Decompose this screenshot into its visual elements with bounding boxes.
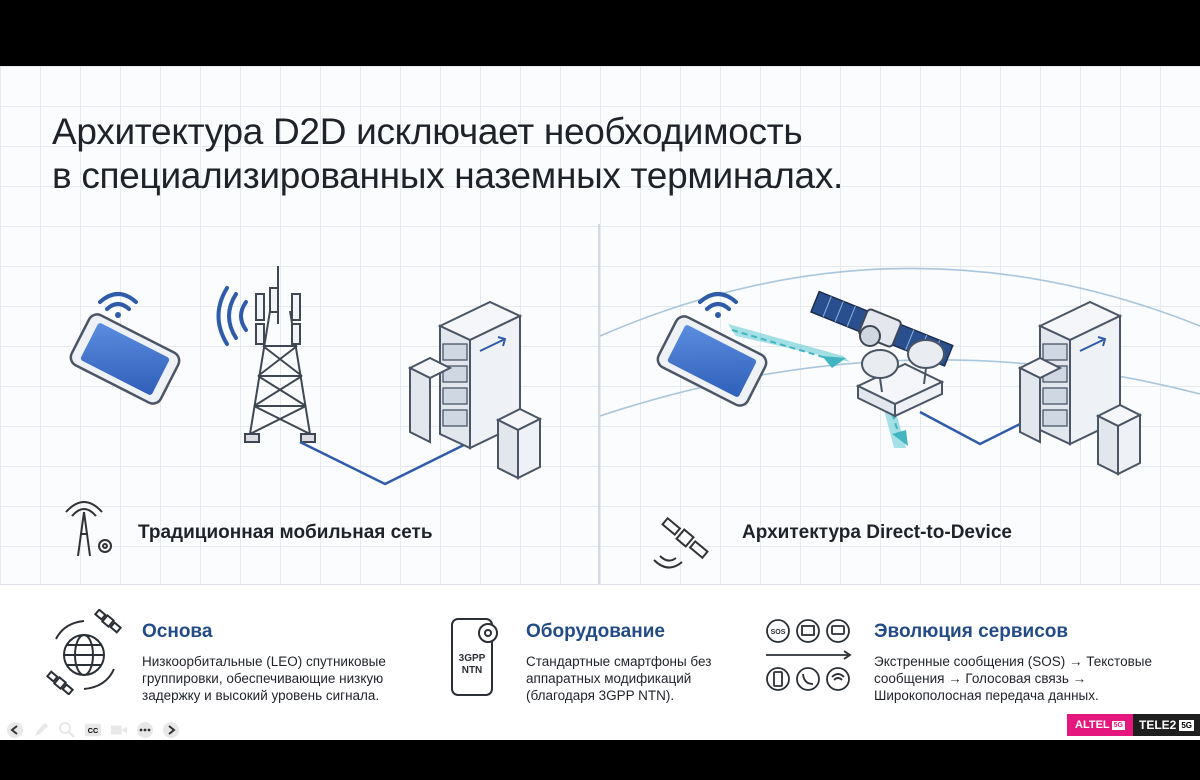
forward-icon[interactable] — [162, 721, 180, 739]
features-strip: Основа Низкоорбитальные (LEO) спутниковы… — [0, 584, 1200, 740]
altel-badge: 5G — [1111, 720, 1125, 730]
camera-icon[interactable] — [110, 721, 128, 739]
feature-hardware: Оборудование Стандартные смартфоны без а… — [526, 621, 746, 704]
captions-label: CC — [88, 726, 98, 735]
tower-signal-icon — [216, 286, 248, 346]
architecture-scene — [65, 224, 1200, 584]
globe-satellites-icon — [45, 609, 123, 695]
tower-gear-icon — [65, 501, 112, 557]
right-wifi-icon — [698, 292, 738, 318]
phone-gear-icon-text-line2: NTN — [462, 665, 483, 676]
services-icons: SOS — [766, 619, 852, 691]
title-line-2: в специализированных наземных терминалах… — [52, 155, 844, 196]
phone-gear-icon: 3GPP NTN — [451, 618, 498, 696]
left-wifi-icon — [98, 292, 138, 318]
altel-logo-text: ALTEL — [1075, 719, 1110, 731]
orbit-arc-outer — [599, 267, 1200, 337]
more-icon[interactable] — [136, 721, 154, 739]
tele2-logo: TELE2 5G — [1132, 714, 1200, 736]
zoom-icon[interactable] — [58, 721, 76, 739]
feature-hardware-text: Стандартные смартфоны без аппаратных мод… — [526, 654, 712, 703]
feature-basis-text: Низкоорбитальные (LEO) спутниковые групп… — [142, 654, 386, 703]
tele2-logo-text: TELE2 — [1138, 718, 1177, 732]
phone-gear-icon-text-line1: 3GPP — [459, 653, 486, 664]
altel-logo: ALTEL 5G — [1067, 714, 1133, 736]
brand-logos: ALTEL 5G TELE2 5G — [1067, 714, 1200, 736]
feature-services-title: Эволюция сервисов — [874, 621, 1069, 642]
uplink-beam — [728, 324, 850, 368]
slide-title: Архитектура D2D исключает необходимость … — [52, 110, 843, 198]
presentation-toolbar: CC — [6, 720, 180, 740]
feature-basis-title: Основа — [142, 621, 213, 642]
feature-services: Эволюция сервисов Экстренные сообщения (… — [874, 621, 1174, 704]
satellite-signal-icon — [653, 516, 709, 569]
right-smartphone — [656, 315, 768, 407]
slide: Архитектура D2D исключает необходимость … — [0, 66, 1200, 740]
feature-services-text: Экстренные сообщения (SOS) → Текстовые с… — [874, 654, 1152, 703]
right-panel-caption: Архитектура Direct-to-Device — [742, 522, 1012, 543]
captions-icon[interactable]: CC — [84, 721, 102, 739]
left-server-rack — [407, 300, 543, 480]
tele2-badge: 5G — [1179, 719, 1194, 731]
sos-label: SOS — [771, 629, 786, 636]
cell-tower — [244, 266, 316, 443]
title-line-1: Архитектура D2D исключает необходимость — [52, 111, 803, 152]
feature-hardware-title: Оборудование — [526, 621, 665, 642]
left-smartphone — [69, 313, 181, 405]
ground-station — [855, 339, 945, 418]
right-server-rack — [1017, 300, 1143, 476]
back-icon[interactable] — [6, 721, 24, 739]
feature-basis: Основа Низкоорбитальные (LEO) спутниковы… — [142, 621, 422, 704]
left-network-line — [299, 436, 479, 486]
pen-icon[interactable] — [32, 721, 50, 739]
left-panel-caption: Традиционная мобильная сеть — [138, 522, 433, 543]
